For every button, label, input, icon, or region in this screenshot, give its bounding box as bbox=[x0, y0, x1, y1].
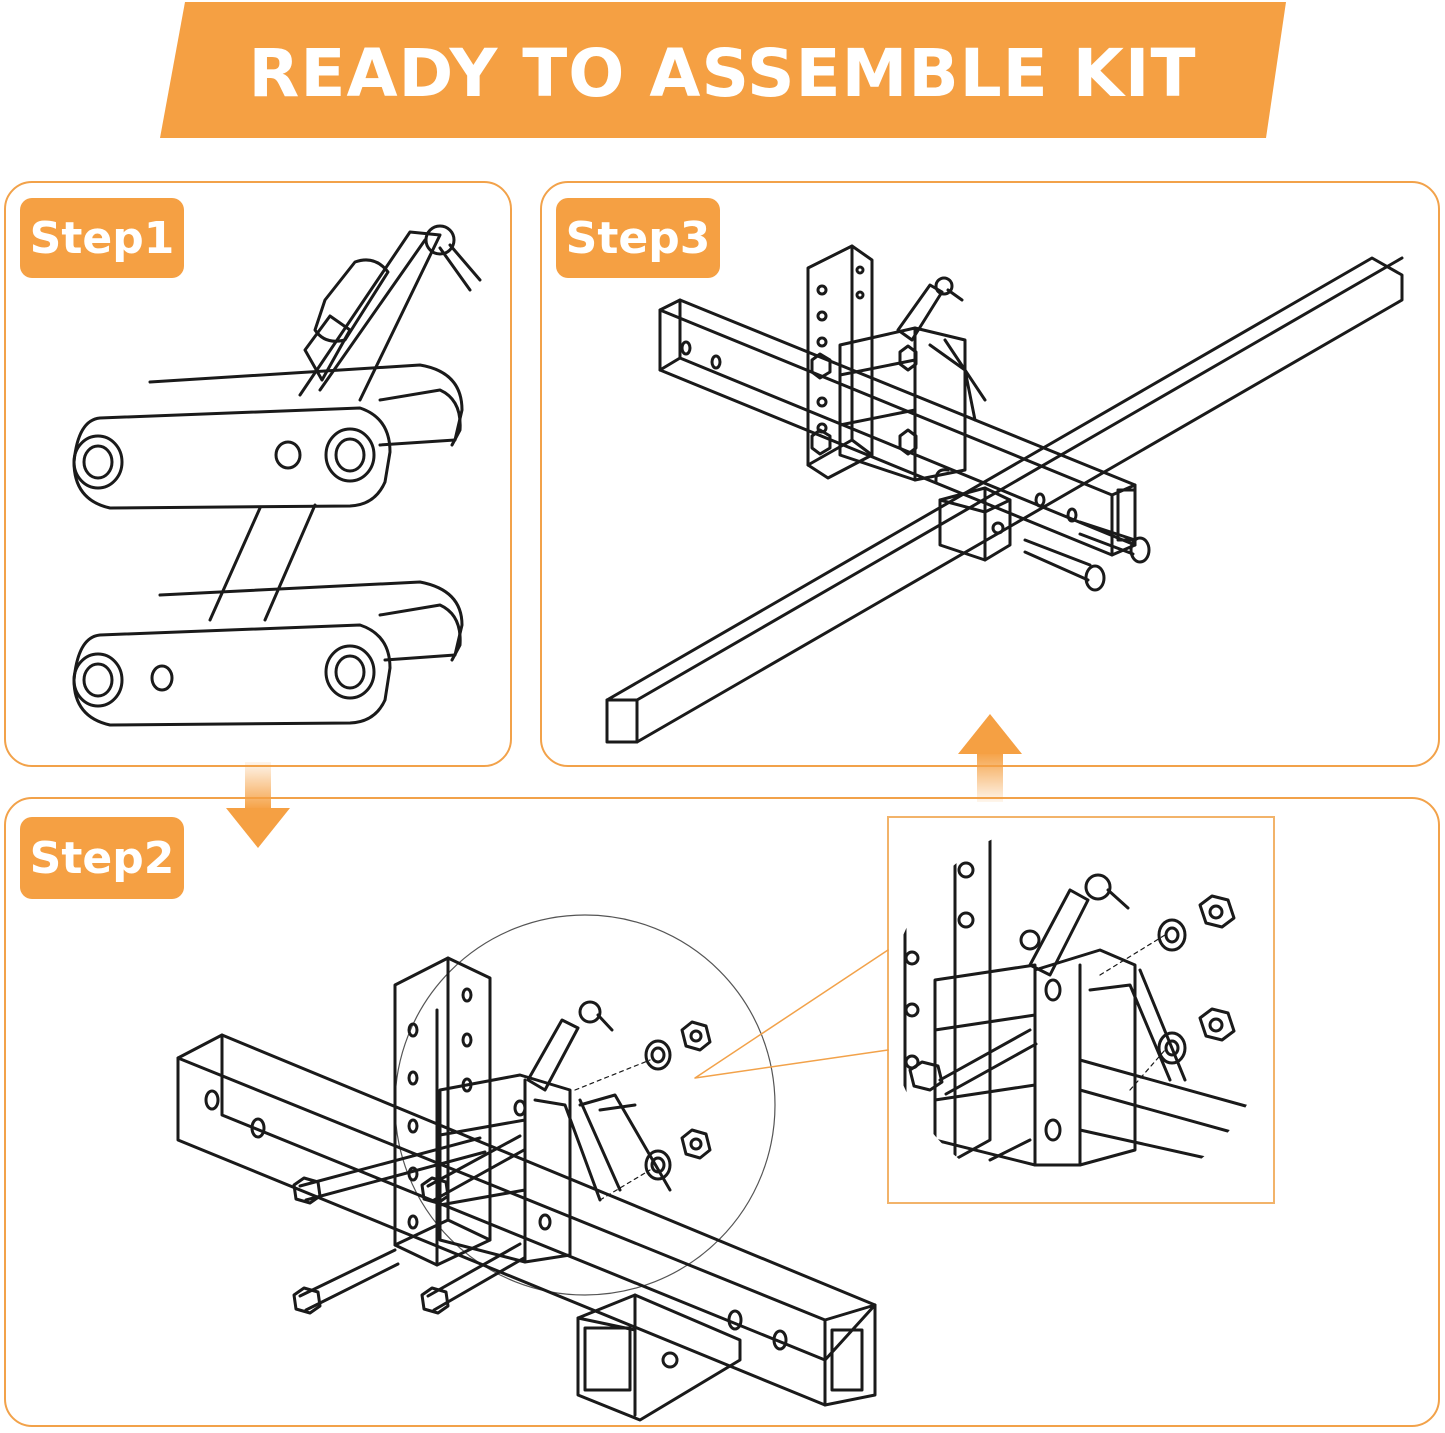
title-banner: READY TO ASSEMBLE KIT bbox=[0, 0, 1445, 140]
bolt bbox=[292, 1248, 400, 1315]
step3-badge: Step3 bbox=[556, 198, 720, 278]
step3-assembly-drawing bbox=[605, 244, 1404, 744]
step1-shackle-drawing bbox=[72, 224, 482, 727]
step2-assembly-drawing bbox=[176, 914, 889, 1422]
page-title: READY TO ASSEMBLE KIT bbox=[248, 34, 1197, 112]
step2-badge: Step2 bbox=[20, 817, 184, 899]
arrow-up-icon bbox=[958, 714, 1022, 802]
step1-badge: Step1 bbox=[20, 198, 184, 278]
bolt bbox=[292, 1136, 487, 1205]
arrow-down-icon bbox=[226, 762, 290, 848]
banner-shape bbox=[160, 2, 1286, 138]
bolt bbox=[420, 1134, 526, 1205]
bolt bbox=[420, 1242, 526, 1315]
zoom-detail-drawing bbox=[903, 828, 1262, 1172]
